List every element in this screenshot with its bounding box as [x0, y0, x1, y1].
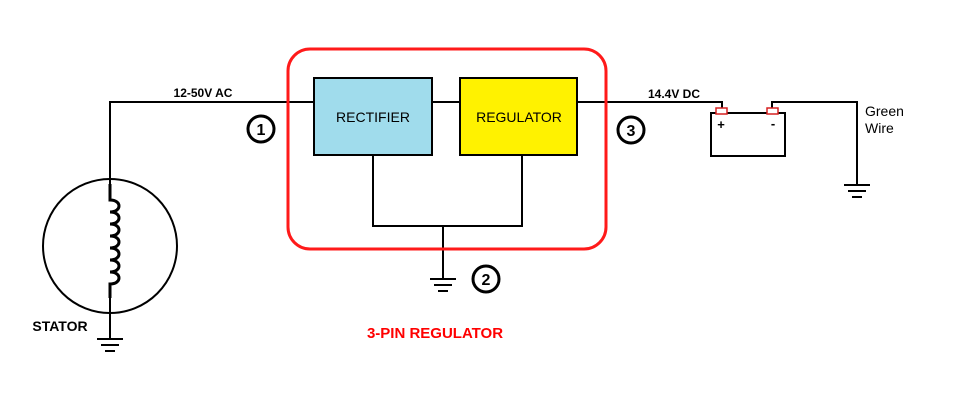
- battery-body: [710, 112, 786, 157]
- pin-3-marker: 3: [616, 115, 646, 145]
- pin-1-marker: 1: [246, 114, 276, 144]
- pin-3-label: 3: [627, 123, 636, 140]
- battery-positive-terminal: [715, 107, 728, 115]
- battery-negative-terminal: [766, 107, 779, 115]
- green-wire-label-line2: Wire: [865, 120, 894, 136]
- regulator-block: [459, 77, 578, 156]
- green-wire-label-line1: Green: [865, 103, 904, 119]
- green-wire-ground-icon: [844, 184, 870, 198]
- rectifier-label: RECTIFIER: [336, 109, 410, 125]
- stator-ground-icon: [97, 338, 123, 352]
- battery: + -: [710, 107, 786, 157]
- battery-minus-label: -: [771, 116, 775, 131]
- battery-plus-label: +: [717, 117, 725, 132]
- regulator-housing: [286, 47, 608, 251]
- internal-ground-bus: [372, 155, 523, 227]
- diagram-title: 3-PIN REGULATOR: [367, 325, 503, 342]
- ac-voltage-label: 12-50V AC: [174, 86, 233, 100]
- stator: [42, 178, 178, 314]
- regulator-label: REGULATOR: [476, 109, 562, 125]
- pin-2-marker: 2: [471, 264, 501, 294]
- pin-2-label: 2: [482, 272, 491, 289]
- regulator-ground-icon: [430, 278, 456, 292]
- dc-voltage-label: 14.4V DC: [648, 87, 700, 101]
- pin-1-label: 1: [257, 122, 266, 139]
- dc-output-wire: [577, 101, 723, 110]
- stator-circle: [42, 178, 178, 314]
- stator-ac-lead: [109, 101, 316, 184]
- rectifier-block: [313, 77, 433, 156]
- stator-label: STATOR: [32, 318, 87, 334]
- green-wire: [771, 101, 858, 184]
- wires: [109, 101, 858, 338]
- stator-coil-icon: [108, 184, 121, 298]
